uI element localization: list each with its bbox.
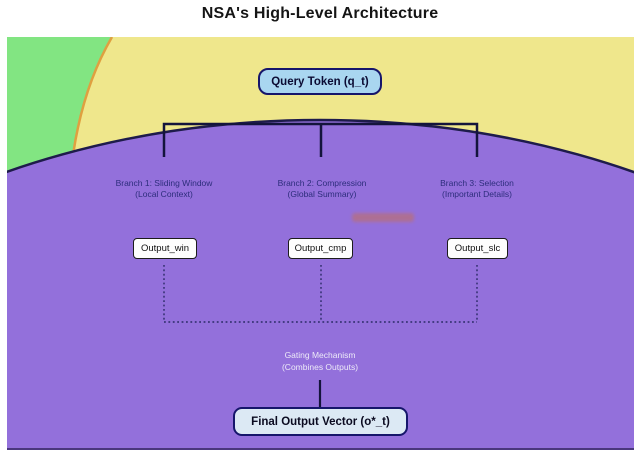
branch-2-subtitle: (Global Summary) [287, 189, 357, 199]
plot-area [7, 37, 634, 450]
query-token-label: Query Token (q_t) [271, 75, 369, 88]
faint-watermark [352, 213, 414, 222]
diagram-title: NSA's High-Level Architecture [201, 5, 439, 22]
gating-line1: Gating Mechanism [284, 350, 356, 360]
output-slc-box: Output_slc [447, 238, 508, 259]
gating-line2: (Combines Outputs) [281, 362, 359, 372]
output-cmp-box: Output_cmp [288, 238, 353, 259]
branch-3-name: Branch 3: Selection [440, 178, 514, 188]
background-shapes [7, 37, 634, 450]
purple-region [7, 118, 634, 450]
branch-2-label: Branch 2: Compression (Global Summary) [237, 178, 407, 200]
final-output-label: Final Output Vector (o*_t) [251, 415, 390, 428]
branch-1-subtitle: (Local Context) [135, 189, 193, 199]
output-cmp-label: Output_cmp [294, 243, 347, 254]
output-win-label: Output_win [140, 243, 190, 254]
branch-3-subtitle: (Important Details) [442, 189, 512, 199]
output-win-box: Output_win [133, 238, 197, 259]
query-branch-connector [162, 122, 479, 157]
query-token-box: Query Token (q_t) [258, 68, 382, 95]
branch-1-label: Branch 1: Sliding Window (Local Context) [79, 178, 249, 200]
output-slc-label: Output_slc [454, 243, 501, 254]
branch-3-label: Branch 3: Selection (Important Details) [392, 178, 562, 200]
gating-mechanism-label: Gating Mechanism (Combines Outputs) [220, 349, 420, 373]
plot-bottom-edge [7, 448, 634, 450]
branch-1-name: Branch 1: Sliding Window [115, 178, 213, 188]
green-region [7, 37, 112, 197]
branch-2-name: Branch 2: Compression [277, 178, 367, 188]
final-output-box: Final Output Vector (o*_t) [233, 407, 408, 436]
